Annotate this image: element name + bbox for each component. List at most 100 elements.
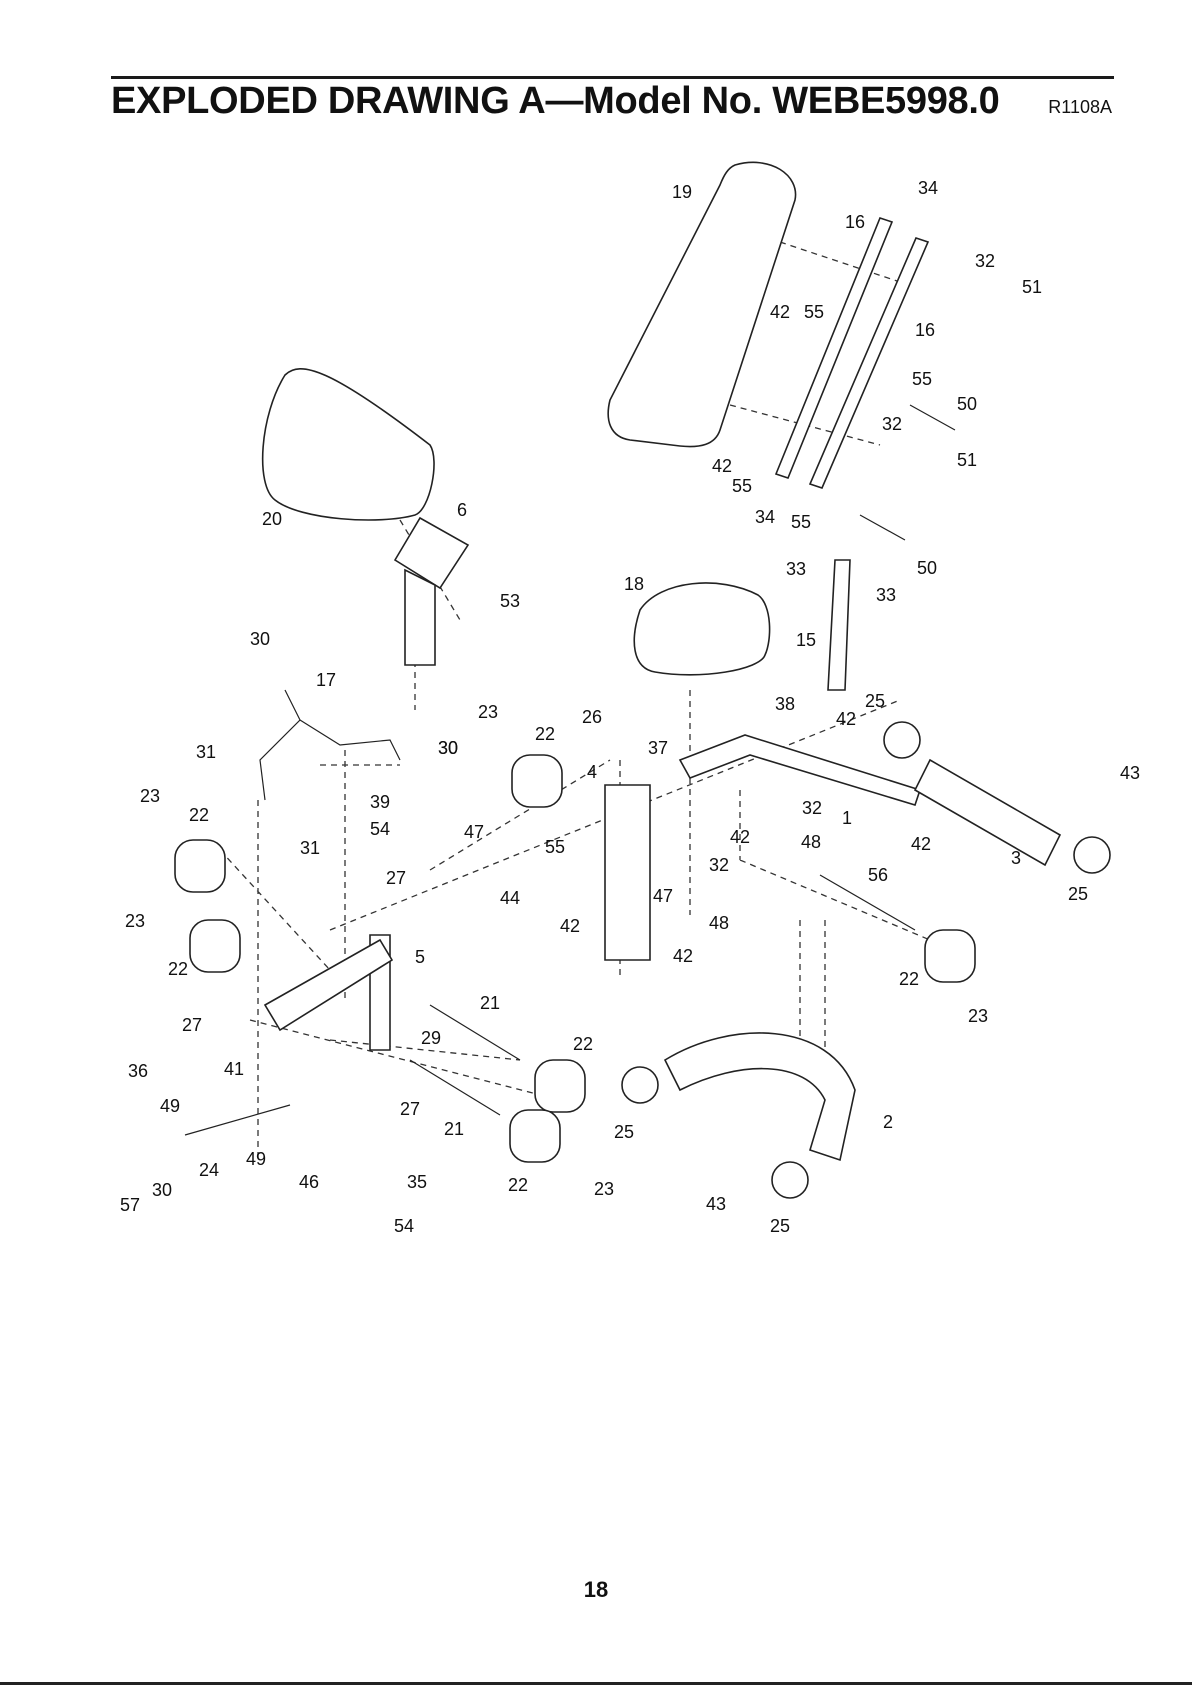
callout-47: 47 xyxy=(464,822,484,842)
callout-23: 23 xyxy=(594,1179,614,1199)
callout-49: 49 xyxy=(246,1149,266,1169)
callout-42: 42 xyxy=(712,456,732,476)
callout-23: 23 xyxy=(478,702,498,722)
callout-57: 57 xyxy=(120,1195,140,1215)
front-crossbar xyxy=(263,938,394,1032)
callout-16: 16 xyxy=(915,320,935,340)
callout-22: 22 xyxy=(168,959,188,979)
callout-30: 30 xyxy=(152,1180,172,1200)
callout-47: 47 xyxy=(653,886,673,906)
callout-25: 25 xyxy=(614,1122,634,1142)
callout-56: 56 xyxy=(868,865,888,885)
callout-32: 32 xyxy=(975,251,995,271)
callout-42: 42 xyxy=(560,916,580,936)
base-frame xyxy=(663,1032,856,1162)
callout-24: 24 xyxy=(199,1160,219,1180)
callout-55: 55 xyxy=(732,476,752,496)
callout-55: 55 xyxy=(545,837,565,857)
callout-18: 18 xyxy=(624,574,644,594)
callout-42: 42 xyxy=(730,827,750,847)
callout-51: 51 xyxy=(957,450,977,470)
footer-rule xyxy=(0,1682,1192,1685)
callout-55: 55 xyxy=(791,512,811,532)
callout-25: 25 xyxy=(865,691,885,711)
callout-23: 23 xyxy=(968,1006,988,1026)
callout-53: 53 xyxy=(500,591,520,611)
callout-54: 54 xyxy=(370,819,390,839)
callout-30: 30 xyxy=(250,629,270,649)
callout-32: 32 xyxy=(882,414,902,434)
callout-46: 46 xyxy=(299,1172,319,1192)
seat-frame xyxy=(678,734,922,806)
page-title: EXPLODED DRAWING A—Model No. WEBE5998.0 xyxy=(111,80,1000,122)
backrest-tube-left xyxy=(774,217,894,479)
callout-16: 16 xyxy=(845,212,865,232)
pad-bracket-post xyxy=(404,568,436,666)
end-caps xyxy=(621,721,1111,1199)
callout-51: 51 xyxy=(1022,277,1042,297)
callout-33: 33 xyxy=(786,559,806,579)
rods xyxy=(184,404,956,1136)
callout-17: 17 xyxy=(316,670,336,690)
callout-31: 31 xyxy=(196,742,216,762)
callout-30: 30 xyxy=(438,738,458,758)
callout-5: 5 xyxy=(415,947,425,967)
callout-50: 50 xyxy=(917,558,937,578)
callout-34: 34 xyxy=(755,507,775,527)
seat-pad xyxy=(633,582,771,676)
backrest-tube-right xyxy=(808,237,930,489)
callout-22: 22 xyxy=(508,1175,528,1195)
callout-54: 54 xyxy=(394,1216,414,1236)
callout-3: 3 xyxy=(1011,848,1021,868)
callout-48: 48 xyxy=(801,832,821,852)
callout-27: 27 xyxy=(386,868,406,888)
callout-23: 23 xyxy=(140,786,160,806)
callout-42: 42 xyxy=(770,302,790,322)
callout-42: 42 xyxy=(911,834,931,854)
callout-4: 4 xyxy=(587,762,597,782)
callout-34: 34 xyxy=(918,178,938,198)
callout-35: 35 xyxy=(407,1172,427,1192)
callout-32: 32 xyxy=(709,855,729,875)
callout-33: 33 xyxy=(876,585,896,605)
leg-lever xyxy=(259,689,401,801)
callout-25: 25 xyxy=(1068,884,1088,904)
drawing-code: R1108A xyxy=(1048,97,1112,117)
callout-42: 42 xyxy=(836,709,856,729)
callout-1: 1 xyxy=(842,808,852,828)
header-rule xyxy=(111,76,1114,79)
callout-36: 36 xyxy=(128,1061,148,1081)
callout-2: 2 xyxy=(883,1112,893,1132)
callout-27: 27 xyxy=(182,1015,202,1035)
callout-43: 43 xyxy=(1120,763,1140,783)
callout-21: 21 xyxy=(444,1119,464,1139)
callout-31: 31 xyxy=(300,838,320,858)
callout-22: 22 xyxy=(535,724,555,744)
callout-27: 27 xyxy=(400,1099,420,1119)
callout-55: 55 xyxy=(912,369,932,389)
callout-22: 22 xyxy=(573,1034,593,1054)
callout-49: 49 xyxy=(160,1096,180,1116)
callout-42: 42 xyxy=(673,946,693,966)
callout-21: 21 xyxy=(480,993,500,1013)
callout-30: 30 xyxy=(438,738,458,758)
foam-rollers xyxy=(174,754,976,1163)
pad-bracket xyxy=(393,516,470,590)
backrest-support xyxy=(827,559,851,691)
callout-22: 22 xyxy=(189,805,209,825)
callout-6: 6 xyxy=(457,500,467,520)
callout-25: 25 xyxy=(770,1216,790,1236)
seat-post xyxy=(604,784,651,961)
callout-22: 22 xyxy=(899,969,919,989)
back-pad xyxy=(607,161,797,448)
callout-15: 15 xyxy=(796,630,816,650)
callout-32: 32 xyxy=(802,798,822,818)
callout-29: 29 xyxy=(421,1028,441,1048)
callout-44: 44 xyxy=(500,888,520,908)
page-number: 18 xyxy=(583,1577,609,1602)
callout-23: 23 xyxy=(125,911,145,931)
callout-41: 41 xyxy=(224,1059,244,1079)
callout-20: 20 xyxy=(262,509,282,529)
callout-39: 39 xyxy=(370,792,390,812)
